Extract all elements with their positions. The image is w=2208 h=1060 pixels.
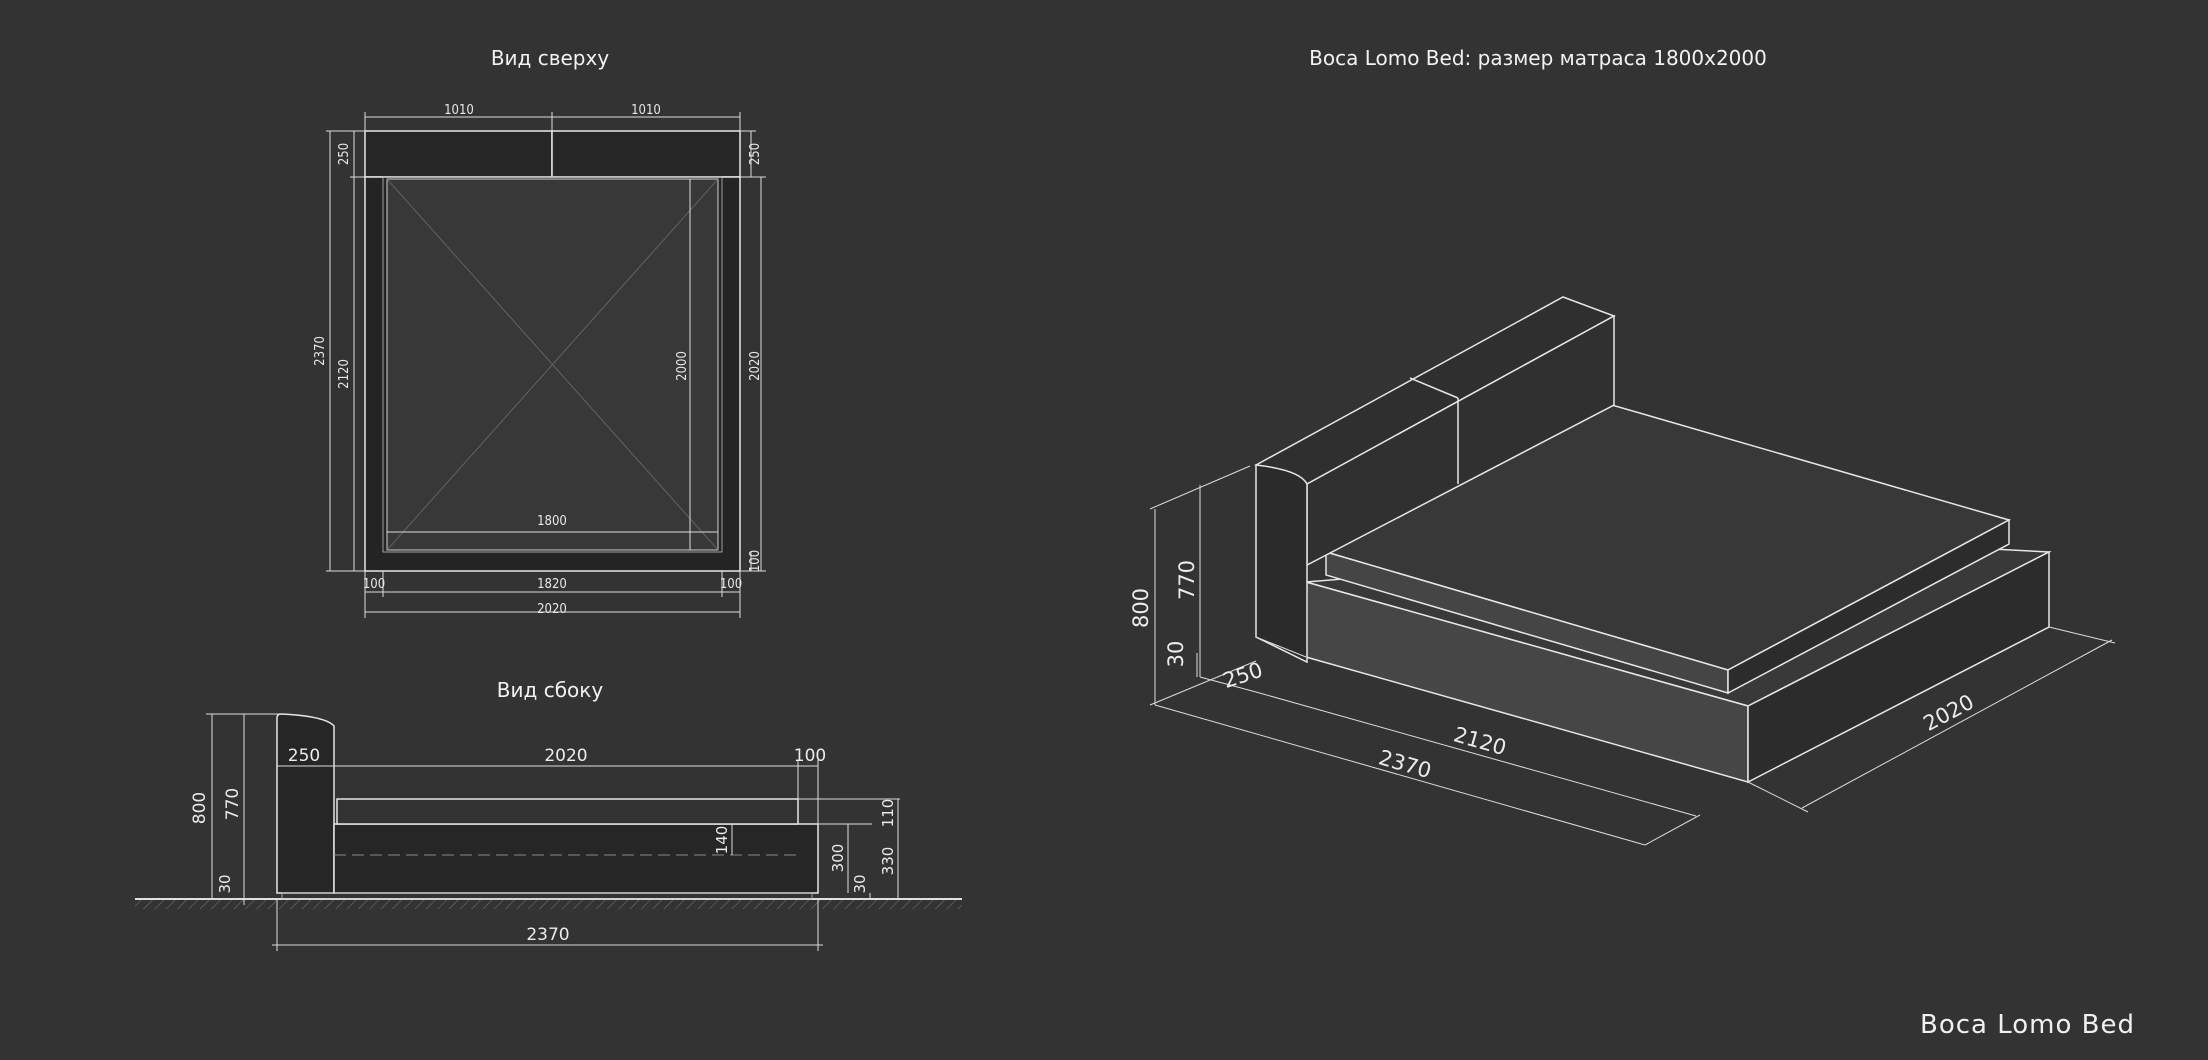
side-dim-base-total: 330 — [879, 847, 897, 876]
iso-dim-leg: 30 — [1164, 641, 1188, 668]
iso-dim-total-height: 800 — [1129, 588, 1153, 628]
top-view-title: Вид сверху — [491, 46, 610, 70]
side-dim-headboard-depth: 250 — [288, 746, 320, 766]
side-dim-overall-length: 2370 — [526, 925, 569, 945]
side-view-title: Вид сбоку — [497, 678, 604, 702]
side-leg — [281, 892, 813, 900]
top-dim-inner-width: 1820 — [537, 577, 567, 592]
top-dim-side-right: 100 — [720, 577, 742, 592]
top-dim-headboard-depth-left: 250 — [337, 143, 352, 165]
top-dim-mattress-length: 2000 — [675, 351, 690, 381]
side-ground-hatch — [135, 899, 962, 909]
top-dim-overall-length: 2370 — [313, 336, 328, 366]
top-dim-inner-length: 2120 — [337, 359, 352, 389]
side-dim-frame-length: 2020 — [544, 746, 587, 766]
side-mattress — [336, 798, 799, 825]
top-headboard-right — [551, 130, 741, 178]
brand-label: Boca Lomo Bed — [1920, 1010, 2135, 1040]
iso-dim-headboard-height: 770 — [1175, 560, 1199, 600]
side-dim-mattress-sink: 140 — [713, 826, 731, 855]
side-dim-leg-left: 30 — [216, 874, 234, 893]
side-view: 250 2020 100 800 770 30 140 110 300 30 3… — [135, 713, 962, 951]
iso-headboard-split — [1409, 377, 1459, 399]
side-dim-leg-right: 30 — [851, 874, 869, 893]
side-dim-base-height: 300 — [829, 844, 847, 873]
top-view: 1010 1010 2370 250 2120 250 2000 2020 10… — [313, 103, 766, 618]
top-dim-side-left: 100 — [363, 577, 385, 592]
side-headboard — [276, 713, 335, 894]
top-headboard-left — [364, 130, 553, 178]
top-dim-mattress-width: 1800 — [537, 514, 567, 529]
top-dim-headboard-left: 1010 — [444, 103, 474, 118]
top-dim-headboard-depth-right: 250 — [748, 143, 763, 165]
iso-dim-inner-length: 2120 — [1451, 722, 1509, 760]
top-mattress-diag-2 — [386, 178, 719, 551]
top-platform — [382, 176, 723, 553]
top-dim-headboard-right: 1010 — [631, 103, 661, 118]
side-dim-foot: 100 — [794, 746, 826, 766]
iso-dim-headboard-depth: 250 — [1220, 658, 1266, 693]
top-dim-overall-width: 2020 — [537, 602, 567, 617]
side-dim-mattress-height: 110 — [879, 799, 897, 828]
iso-view-title: Boca Lomo Bed: размер матраса 1800x2000 — [1309, 46, 1767, 70]
iso-dim-overall-length: 2370 — [1376, 745, 1434, 783]
top-dim-foot: 100 — [748, 550, 763, 572]
side-base — [333, 823, 819, 894]
side-dim-total-height: 800 — [190, 792, 210, 824]
top-dim-frame-length: 2020 — [748, 351, 763, 381]
iso-mattress-side — [1727, 518, 2010, 695]
side-dim-headboard-height: 770 — [223, 788, 243, 820]
iso-view: 800 770 30 250 2120 2370 2020 — [1129, 296, 2116, 846]
iso-headboard-side — [1255, 464, 1308, 664]
